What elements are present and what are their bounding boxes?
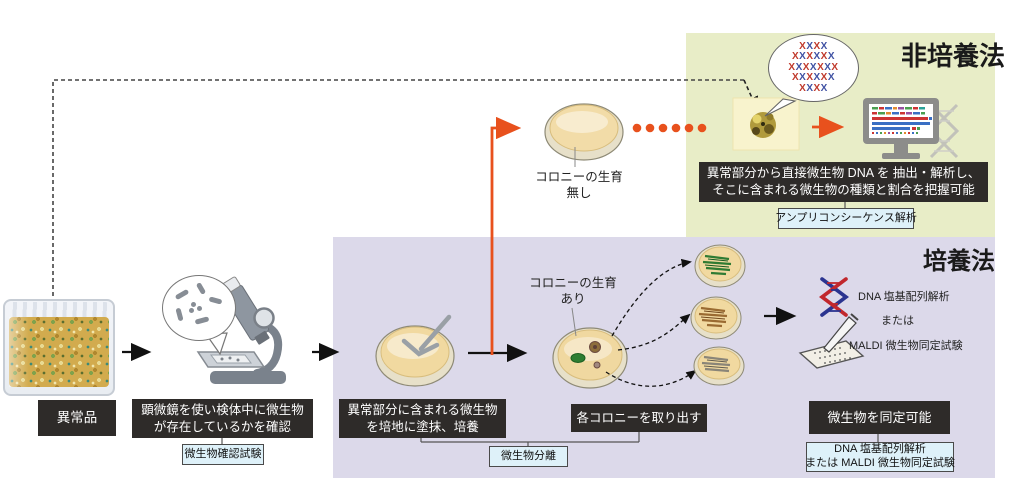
bag-seal	[7, 302, 111, 317]
separation-test-box: 微生物分離	[489, 446, 568, 467]
culture-title: 培養法	[923, 248, 995, 275]
abnormal-item-box: 異常品	[38, 400, 116, 436]
maldi-label: MALDI 微生物同定試験	[849, 340, 963, 352]
isolated-dish-brown	[690, 296, 742, 340]
note-connectors	[221, 202, 879, 446]
pipette-icon	[823, 316, 857, 353]
x-row: XXXXXX	[791, 51, 836, 63]
microscope-step-box: 顕微鏡を使い検体中に微生物 が存在しているかを確認	[132, 399, 313, 438]
dashed-route-line	[52, 79, 758, 303]
bag-contents	[9, 317, 109, 387]
identify-test-box: DNA 塩基配列解析 または MALDI 微生物同定試験	[805, 442, 955, 472]
dna-sequencing-label: DNA 塩基配列解析	[858, 291, 950, 303]
microbe-dna-bubble: XXXX XXXXXX XXXXXXX XXXXXX XXXX	[768, 34, 859, 102]
abnormal-product-bag-icon	[3, 299, 115, 396]
or-label: または	[881, 315, 914, 327]
bacteria-bubble	[162, 275, 236, 341]
microscope-icon	[196, 276, 286, 384]
x-row: XXXXXX	[791, 72, 836, 84]
alignment-bars	[872, 107, 932, 134]
flow-arrows	[122, 306, 797, 363]
sequencer-monitor-icon	[863, 98, 960, 159]
orange-dotted-connector	[632, 123, 707, 133]
x-row: XXXX	[799, 41, 828, 53]
small-colony	[593, 361, 601, 369]
dna-helix-icon	[819, 277, 849, 317]
orange-arrows	[490, 115, 845, 355]
plating-step-box: 異常部分に含まれる微生物 を培地に塗抹、培養	[339, 399, 506, 438]
colony-none-label: コロニーの生育 無し	[535, 170, 623, 201]
green-colony	[570, 353, 586, 363]
isolated-dish-gray	[693, 346, 745, 386]
direct-sample-icon	[732, 97, 800, 151]
confirm-test-box: 微生物確認試験	[182, 444, 264, 465]
petri-dish-no-growth	[544, 103, 624, 167]
isolated-dish-green	[694, 244, 746, 288]
maldi-plate-icon	[798, 313, 865, 369]
non-culture-title: 非培養法	[901, 41, 1006, 71]
x-row: XXXXXXX	[788, 61, 839, 73]
identify-result-box: 微生物を同定可能	[809, 401, 950, 434]
colony-pick-arrows	[605, 258, 697, 387]
arrow-no-growth	[490, 116, 522, 355]
petri-dish-spreading	[375, 314, 455, 387]
pick-colonies-box: 各コロニーを取り出す	[571, 404, 707, 432]
amplicon-test-box: アンプリコンシーケンス解析	[775, 208, 917, 229]
x-row: XXXX	[799, 82, 828, 94]
x-bubble-tail	[764, 98, 797, 117]
colony-present-label: コロニーの生育 あり	[529, 276, 617, 307]
direct-analysis-box: 異常部分から直接微生物 DNA を 抽出・解析し、 そこに含まれる微生物の種類と…	[699, 162, 988, 202]
spreader-icon	[401, 314, 452, 357]
petri-dish-with-colonies	[552, 307, 628, 389]
